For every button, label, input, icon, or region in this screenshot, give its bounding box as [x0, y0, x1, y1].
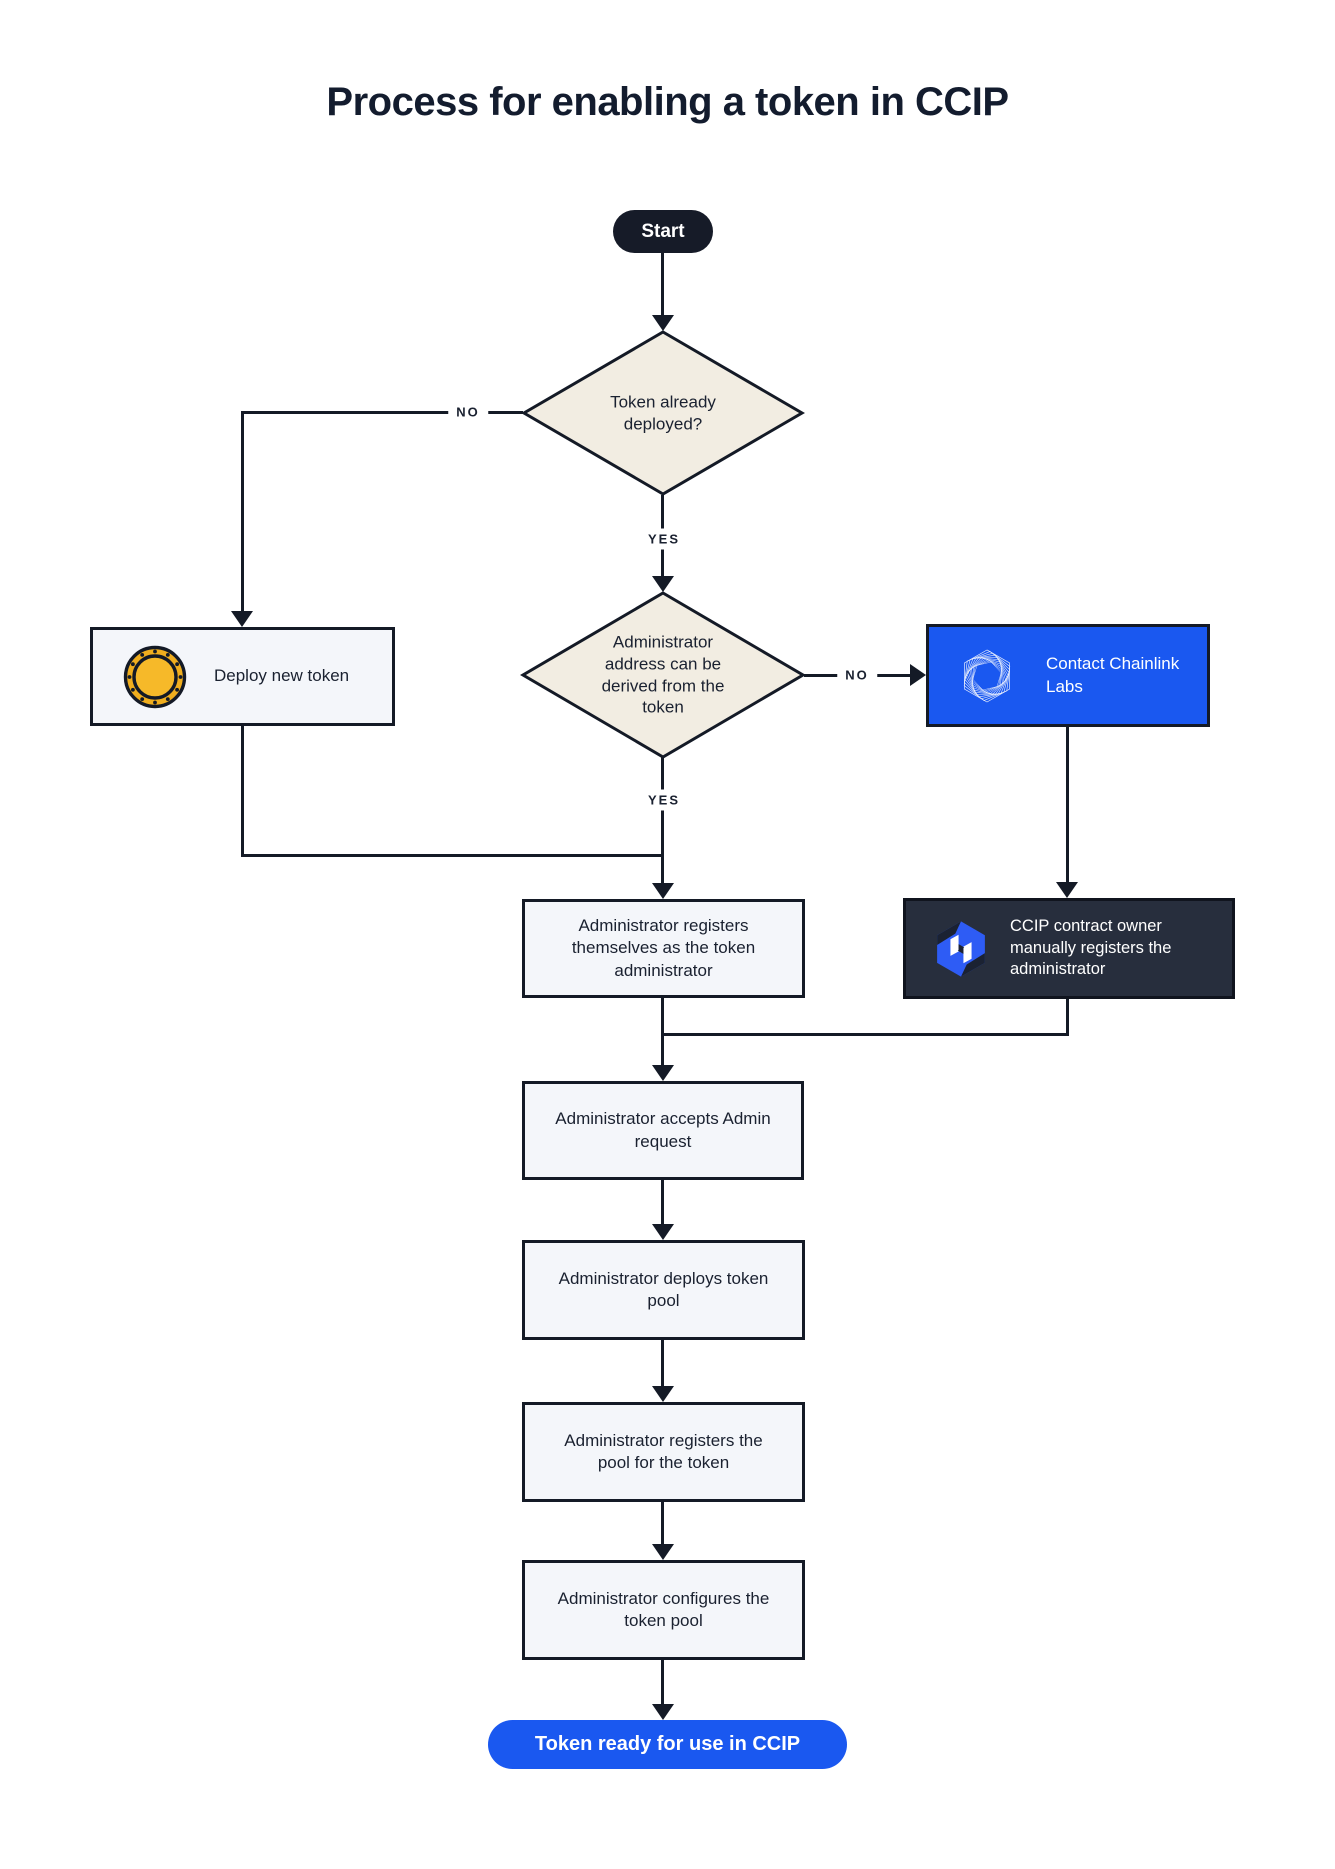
end-node: Token ready for use in CCIP [488, 1720, 847, 1769]
arrowhead-icon [1056, 882, 1078, 898]
arrowhead-icon [652, 1704, 674, 1720]
connector [661, 253, 664, 317]
diamond-shape [521, 330, 805, 496]
admin-accepts-node: Administrator accepts Admin request [522, 1081, 804, 1180]
node-label: Administrator accepts Admin request [555, 1109, 771, 1151]
connector [661, 757, 664, 883]
decision-label: Administrator address can be derived fro… [601, 632, 725, 717]
node-label: Administrator deploys token pool [558, 1268, 769, 1310]
arrowhead-icon [910, 664, 926, 686]
arrowhead-icon [652, 1224, 674, 1240]
node-label: CCIP contract owner manually registers t… [1010, 917, 1172, 979]
coin-icon [123, 645, 187, 709]
deploy-new-token-node: Deploy new token [90, 627, 395, 726]
connector [661, 1502, 664, 1544]
decision-token-deployed: Token already deployed? [521, 329, 805, 497]
arrowhead-icon [231, 611, 253, 627]
connector [661, 1180, 664, 1224]
decision-label: Token already deployed? [610, 392, 716, 433]
node-label: Administrator configures the token pool [557, 1588, 770, 1630]
ccip-owner-registers-node: CCIP contract owner manually registers t… [903, 898, 1235, 999]
decision-admin-address: Administrator address can be derived fro… [520, 590, 806, 760]
end-label: Token ready for use in CCIP [534, 1733, 801, 1755]
edge-label-yes: YES [639, 789, 689, 811]
arrowhead-icon [652, 1386, 674, 1402]
connector [241, 854, 664, 857]
connector [1066, 727, 1069, 882]
diamond-shape [520, 591, 806, 759]
edge-label-yes: YES [639, 528, 689, 550]
connector [241, 726, 244, 857]
start-node: Start [613, 210, 713, 253]
page-title: Process for enabling a token in CCIP [326, 80, 1009, 124]
edge-label-no: NO [837, 664, 877, 686]
connector [661, 1340, 664, 1386]
admin-deploys-pool-node: Administrator deploys token pool [522, 1240, 805, 1340]
chainlink-logo-icon [956, 645, 1018, 707]
connector [241, 411, 244, 611]
contact-chainlink-node: Contact Chainlink Labs [926, 624, 1210, 727]
admin-configures-pool-node: Administrator configures the token pool [522, 1560, 805, 1660]
edge-label-no: NO [448, 401, 488, 423]
ccip-logo-icon [935, 919, 987, 979]
connector [661, 1660, 664, 1704]
connector [661, 1033, 1069, 1036]
arrowhead-icon [652, 576, 674, 592]
arrowhead-icon [652, 1544, 674, 1560]
connector [1066, 999, 1069, 1036]
arrowhead-icon [652, 883, 674, 899]
connector [661, 998, 664, 1065]
node-label: Administrator registers themselves as th… [571, 916, 756, 980]
admin-registers-self-node: Administrator registers themselves as th… [522, 899, 805, 998]
arrowhead-icon [652, 315, 674, 331]
node-label: Administrator registers the pool for the… [564, 1430, 763, 1472]
arrowhead-icon [652, 1065, 674, 1081]
admin-registers-pool-node: Administrator registers the pool for the… [522, 1402, 805, 1502]
connector [242, 411, 523, 414]
node-label: Deploy new token [214, 666, 350, 686]
node-label: Contact Chainlink Labs [1046, 654, 1180, 696]
start-label: Start [641, 220, 685, 242]
